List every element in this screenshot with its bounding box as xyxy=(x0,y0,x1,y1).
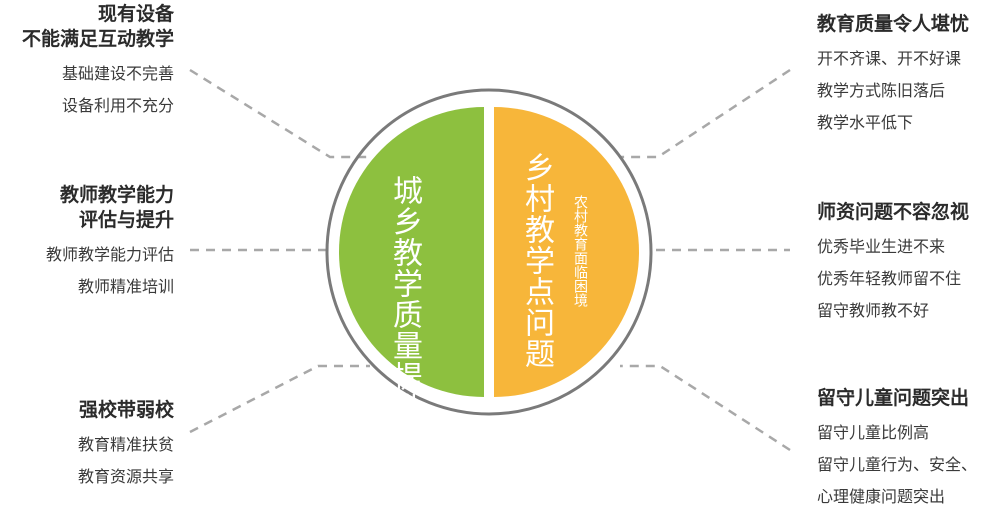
block-item: 留守儿童行为、安全、 xyxy=(817,455,978,474)
right-half-circle xyxy=(494,107,639,397)
block-title: 留守儿童问题突出 xyxy=(817,387,970,409)
left-block-strong-school: 强校带弱校 教育精准扶贫 教育资源共享 xyxy=(0,398,174,487)
block-title: 不能满足互动教学 xyxy=(21,28,174,50)
block-item: 教育精准扶贫 xyxy=(77,435,174,454)
outer-ring xyxy=(325,88,653,416)
block-item: 留守教师教不好 xyxy=(817,301,930,320)
right-half-label: 乡村教学点问题 xyxy=(519,152,554,369)
block-title: 评估与提升 xyxy=(78,209,174,231)
right-half-sublabel: 农村教育面临困境 xyxy=(572,195,588,307)
connector-lines xyxy=(189,68,791,452)
block-item: 优秀年轻教师留不住 xyxy=(817,269,962,288)
left-connector-top xyxy=(189,68,368,159)
block-item: 心理健康问题突出 xyxy=(817,487,946,506)
block-item: 教师教学能力评估 xyxy=(45,245,174,264)
block-item: 优秀毕业生进不来 xyxy=(817,237,946,256)
left-half-circle xyxy=(339,107,484,397)
block-item: 开不齐课、开不好课 xyxy=(817,49,962,68)
block-item: 设备利用不充分 xyxy=(61,96,174,115)
right-block-quality: 教育质量令人堪忧 开不齐课、开不好课 教学方式陈旧落后 教学水平低下 xyxy=(817,12,997,133)
block-item: 教学水平低下 xyxy=(817,113,914,132)
left-half-label: 城乡教学质量提升问题 xyxy=(387,175,422,485)
block-item: 留守儿童比例高 xyxy=(817,423,930,442)
block-item: 教育资源共享 xyxy=(77,467,174,486)
block-title: 教育质量令人堪忧 xyxy=(817,13,970,35)
left-connector-bottom xyxy=(189,364,370,434)
left-block-equipment: 现有设备 不能满足互动教学 基础建设不完善 设备利用不充分 xyxy=(0,2,174,116)
right-connector-top xyxy=(620,68,791,159)
block-title: 强校带弱校 xyxy=(78,399,174,421)
block-item: 教学方式陈旧落后 xyxy=(817,81,946,100)
block-item: 教师精准培训 xyxy=(77,277,174,296)
left-block-teacher-ability: 教师教学能力 评估与提升 教师教学能力评估 教师精准培训 xyxy=(0,183,174,297)
right-block-left-behind-children: 留守儿童问题突出 留守儿童比例高 留守儿童行为、安全、 心理健康问题突出 xyxy=(817,386,997,507)
block-title: 教师教学能力 xyxy=(59,184,174,206)
right-block-teachers: 师资问题不容忽视 优秀毕业生进不来 优秀年轻教师留不住 留守教师教不好 xyxy=(817,200,997,321)
block-title: 现有设备 xyxy=(97,3,174,25)
block-title: 师资问题不容忽视 xyxy=(817,201,970,223)
right-connector-bottom xyxy=(620,364,791,452)
block-item: 基础建设不完善 xyxy=(61,64,174,83)
